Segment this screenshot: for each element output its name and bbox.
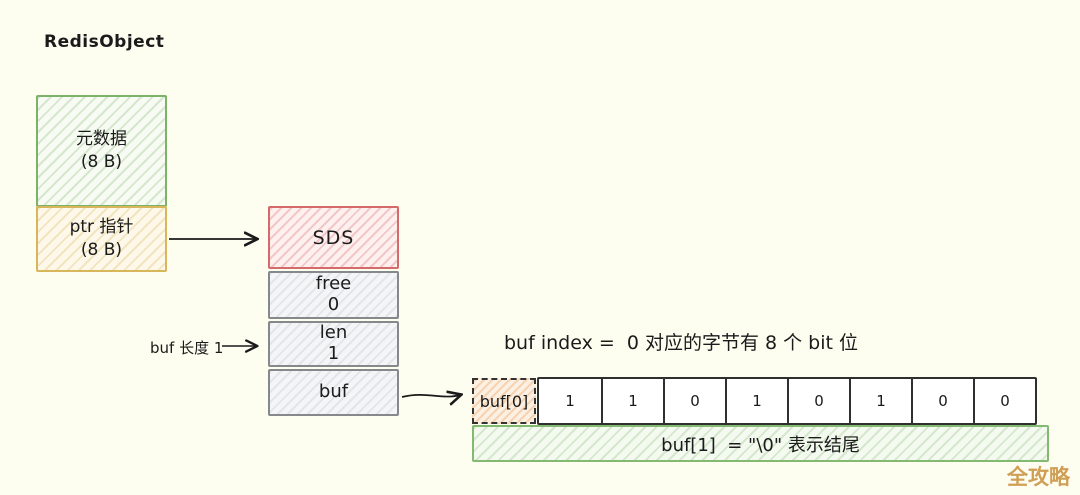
sds-row-free-value: 0 (327, 294, 340, 315)
bit-cells-row: 1 1 0 1 0 1 0 0 (537, 377, 1037, 425)
metadata-box: 元数据 (8 B) (36, 95, 167, 207)
bit-cell-2: 0 (663, 379, 725, 423)
arrow-buf-to-bitarray (401, 395, 460, 397)
sds-header: SDS (268, 206, 399, 269)
bit-array: buf[0] 1 1 0 1 0 1 0 0 (472, 377, 1037, 425)
watermark: 全攻略 (1007, 465, 1070, 489)
bit-index-caption: buf index = 0 对应的字节有 8 个 bit 位 (504, 332, 859, 354)
sds-structure: SDS free 0 len 1 buf (268, 206, 399, 416)
metadata-label: 元数据 (76, 129, 127, 150)
bit-cell-6: 0 (911, 379, 973, 423)
ptr-box: ptr 指针 (8 B) (36, 206, 167, 272)
bit-cell-7: 0 (973, 379, 1035, 423)
diagram-title: RedisObject (44, 32, 165, 52)
bit-array-index-cell: buf[0] (472, 378, 536, 424)
ptr-label: ptr 指针 (69, 217, 134, 238)
metadata-size: (8 B) (80, 152, 123, 172)
sds-row-len-value: 1 (327, 343, 340, 364)
sds-row-free: free 0 (268, 271, 399, 319)
bit-cell-1: 1 (601, 379, 663, 423)
sds-row-len-name: len (319, 322, 348, 344)
bit-cell-4: 0 (787, 379, 849, 423)
bit-cell-5: 1 (849, 379, 911, 423)
sds-row-free-name: free (315, 273, 352, 295)
sds-row-buf: buf (268, 369, 399, 416)
sds-row-len: len 1 (268, 321, 399, 367)
bit-cell-0: 1 (565, 392, 575, 410)
buf-length-annotation: buf 长度 1 (150, 339, 224, 357)
terminator-bar: buf[1] = "\0" 表示结尾 (472, 425, 1049, 462)
ptr-size: (8 B) (80, 240, 123, 260)
bit-cell-3: 1 (725, 379, 787, 423)
sds-row-buf-name: buf (318, 381, 349, 403)
